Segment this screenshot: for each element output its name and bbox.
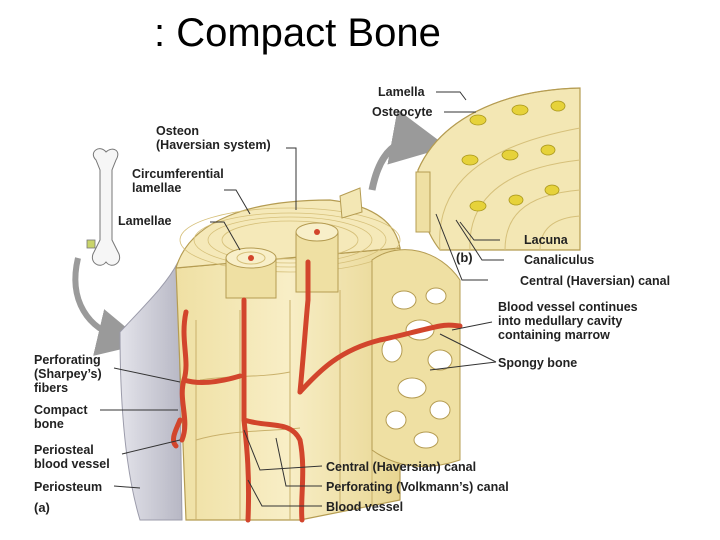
panel-label-b: (b)	[456, 250, 473, 265]
top-lamellae-rings	[179, 207, 401, 273]
label-osteocyte: Osteocyte	[372, 105, 433, 119]
zoom-arrow-b	[368, 109, 448, 191]
panel-label-a: (a)	[34, 500, 50, 515]
label-lacuna: Lacuna	[524, 233, 568, 247]
label-blood-vessel: Blood vessel	[326, 500, 404, 514]
blood-vessels	[171, 259, 463, 523]
label-periosteum: Periosteum	[34, 480, 103, 494]
label-spongy-bone: Spongy bone	[498, 356, 578, 370]
page-title: : Compact Bone	[154, 11, 441, 55]
periosteum-layer	[119, 261, 183, 521]
label-canaliculus: Canaliculus	[524, 253, 595, 267]
label-perforating-fibers: Perforating(Sharpey’s)fibers	[34, 353, 102, 395]
osteon-cylinder-2	[295, 222, 339, 293]
leader-lines	[100, 91, 504, 507]
label-lamellae: Lamellae	[118, 214, 172, 228]
label-central-canal-a: Central (Haversian) canal	[326, 460, 477, 474]
label-lamella: Lamella	[378, 85, 425, 99]
spongy-bone-region	[371, 249, 461, 468]
label-central-canal-b: Central (Haversian) canal	[520, 274, 671, 288]
zoom-arrow-a	[72, 257, 146, 356]
osteon-wedge-b	[415, 87, 581, 251]
osteon-cylinder	[225, 247, 277, 299]
label-osteon: Osteon(Haversian system)	[156, 124, 271, 152]
osteon-sample-block	[339, 187, 363, 219]
label-volkmann-canal: Perforating (Volkmann’s) canal	[326, 480, 509, 494]
long-bone-icon	[86, 148, 120, 266]
